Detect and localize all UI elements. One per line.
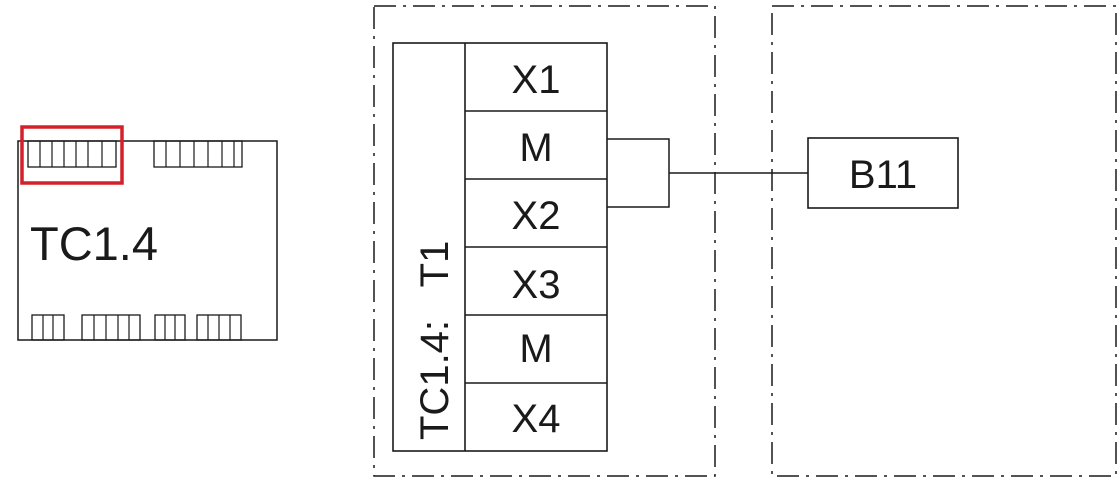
- sensor-wire: [607, 138, 808, 208]
- terminal-strip-label: TC1.4: T1: [413, 241, 457, 440]
- bottom-connector-4: [196, 314, 242, 341]
- connector-highlight: [20, 125, 124, 185]
- bottom-connector-1: [31, 314, 65, 341]
- terminal-m-lower: M: [519, 327, 552, 371]
- controller-board: TC1.4: [17, 125, 278, 341]
- bottom-connector-2: [81, 314, 141, 341]
- top-connector-1: [27, 140, 117, 168]
- sensor-b11: B11: [807, 137, 959, 209]
- sensor-label: B11: [849, 153, 917, 197]
- module-enclosure: [373, 5, 716, 477]
- top-connector-2: [153, 140, 243, 168]
- bottom-connector-3: [154, 314, 186, 341]
- field-enclosure: [771, 5, 1117, 477]
- terminal-x3: X3: [512, 263, 561, 307]
- terminal-x2: X2: [512, 194, 561, 238]
- terminal-x4: X4: [512, 397, 561, 441]
- board-label: TC1.4: [30, 217, 158, 270]
- terminal-x1: X1: [512, 58, 561, 102]
- terminal-m-upper: M: [519, 126, 552, 170]
- terminal-block: TC1.4: T1 X1 M X2 X3 M X4: [392, 42, 608, 452]
